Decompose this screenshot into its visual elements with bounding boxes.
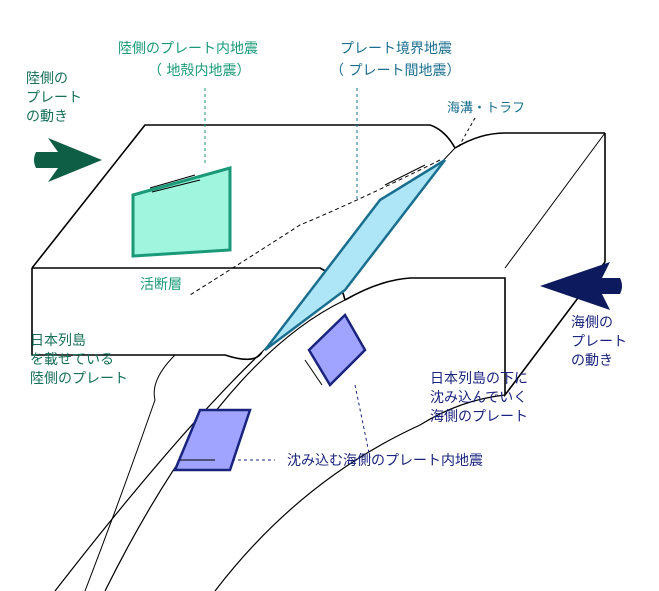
- fault-dashed-line: [189, 159, 441, 296]
- land-intraplate-quake-label: 陸側のプレート内地震: [118, 41, 258, 57]
- sea-block-top-edge: [454, 132, 605, 149]
- land-quake-slip-arrows: [149, 174, 201, 193]
- active-fault-label: 活断層: [140, 277, 182, 293]
- trench-label: 海溝・トラフ: [447, 101, 526, 116]
- slab-lower-edge: [214, 394, 506, 591]
- land-block-top-edge: [31, 124, 456, 269]
- sea-block-side-edge: [504, 132, 606, 269]
- land-plate-motion-label: 陸側の プレート の動き: [26, 71, 82, 125]
- slab-quake-upper-arrow: [304, 359, 323, 386]
- land-front-face: [31, 268, 263, 361]
- slab-quake-plane-upper: [307, 312, 367, 388]
- slab-middle-curve: [104, 299, 346, 591]
- land-quake-plane: [131, 166, 232, 258]
- leader-lines: [204, 88, 476, 461]
- boundary-quake-plane: [264, 158, 446, 351]
- interplate-quake-label: （ プレート間地震）: [330, 63, 461, 79]
- land-plate-arrow-icon: [34, 138, 102, 182]
- sea-plate-motion-label: 海側の プレート の動き: [571, 315, 627, 369]
- slab-upper-curve: [54, 351, 263, 591]
- crustal-quake-label: （ 地殻内地震）: [148, 63, 251, 79]
- sea-plate-arrow-icon: [540, 262, 622, 310]
- boundary-quake-slip-arrow: [384, 164, 426, 186]
- slab-quake-plane-lower: [173, 408, 252, 472]
- sea-plate-label: 日本列島の下に 沈み込んでいく 海側のプレート: [430, 371, 528, 425]
- land-plate-label: 日本列島 を載せている 陸側のプレート: [30, 333, 128, 387]
- sea-block-front: [344, 261, 606, 398]
- land-front-top: [32, 267, 346, 301]
- boundary-quake-label: プレート境界地震: [340, 41, 452, 57]
- land-block-bottom-curve: [84, 354, 176, 591]
- slab-quake-label: 沈み込む海側のプレート内地震: [287, 453, 483, 469]
